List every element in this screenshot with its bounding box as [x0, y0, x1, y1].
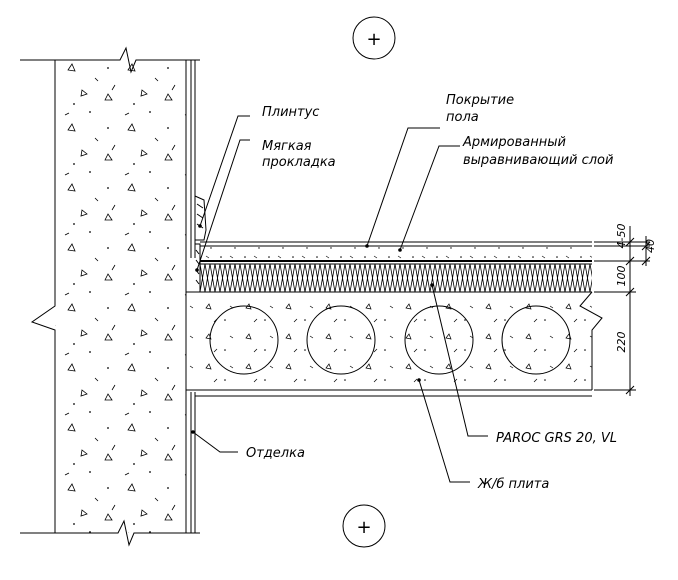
- dim-slab: 220: [615, 332, 628, 353]
- label-slab: Ж/б плита: [477, 477, 549, 492]
- label-plinth: Плинтус: [262, 105, 319, 120]
- dimension-chain: [594, 226, 651, 396]
- axis-mark-bottom: +: [342, 504, 386, 548]
- screed-layer: [200, 245, 592, 262]
- label-floor-cover-2: пола: [446, 110, 479, 125]
- label-soft-pad-2: прокладка: [262, 155, 336, 170]
- dim-cover: 4-50: [615, 224, 628, 249]
- label-screed-2: выравнивающий слой: [463, 153, 613, 168]
- svg-text:+: +: [356, 517, 371, 538]
- hollow-core-slab: [185, 291, 603, 397]
- axis-mark-top: +: [352, 16, 396, 60]
- label-soft-pad-1: Мягкая: [262, 139, 312, 154]
- leader-lines: [191, 115, 488, 483]
- label-finish: Отделка: [246, 446, 305, 461]
- label-insulation: PAROC GRS 20, VL: [496, 431, 617, 446]
- wall: [20, 46, 200, 547]
- soft-pad: [195, 243, 201, 293]
- insulation-layer: [200, 263, 592, 292]
- label-floor-cover-1: Покрытие: [446, 93, 514, 108]
- plinth: [194, 195, 207, 241]
- label-screed-1: Армированный: [462, 135, 566, 150]
- dim-insulation: 100: [615, 266, 628, 287]
- dim-screed: 40: [644, 239, 657, 253]
- finish-layer: [190, 60, 196, 533]
- svg-text:+: +: [366, 29, 381, 50]
